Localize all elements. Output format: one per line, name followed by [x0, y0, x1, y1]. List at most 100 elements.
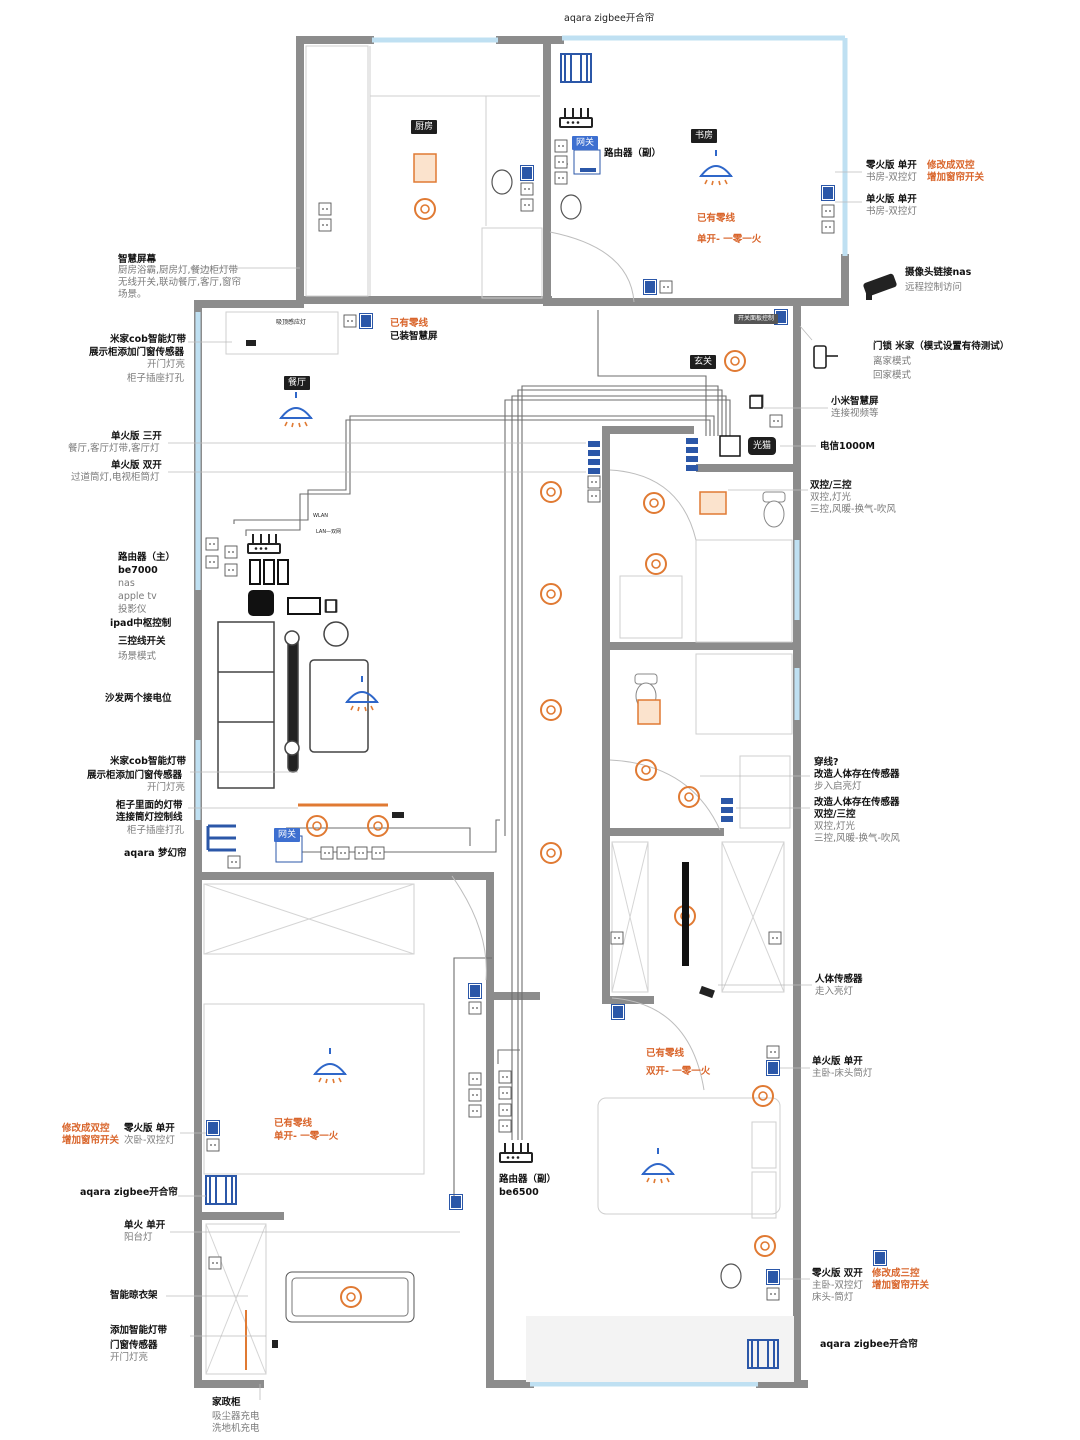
cob-line-3: 柜子插座打孔: [127, 373, 185, 384]
installed-screen: 已装智慧屏: [390, 331, 438, 342]
curtain-left-label: aqara zigbee开合帘: [80, 1187, 178, 1198]
camera-nas: 摄像头链接nas: [905, 267, 972, 278]
single-fire-master: 单火版 单开: [812, 1056, 863, 1067]
room-study: 书房: [691, 129, 718, 143]
title: aqara zigbee开合帘: [564, 13, 655, 24]
triple-bath-2: 三控,风暖-换气-吹风: [814, 833, 900, 844]
balcony-switch: 单火 单开: [124, 1220, 166, 1231]
optical-modem: 光猫: [748, 437, 777, 455]
zero-fire-double: 零火版 双开: [812, 1268, 863, 1279]
smart-screen-line-2: 无线开关,联动餐厅,客厅,窗帘: [118, 277, 242, 288]
cob-line-2: 开门灯亮: [147, 359, 186, 370]
door-light-label: 开门灯亮: [110, 1352, 149, 1363]
add-curtain-switch-right-2: 增加窗帘开关: [872, 1280, 930, 1291]
vacuum-charge: 吸尘器充电: [212, 1411, 260, 1422]
room-kitchen: 厨房: [411, 120, 438, 134]
router-sub2: 路由器（副）: [499, 1174, 557, 1185]
zero-fire-single-left: 零火版 单开: [124, 1123, 175, 1134]
bedside-light: 床头-筒灯: [812, 1292, 854, 1303]
modify-triple: 修改成三控: [872, 1268, 920, 1279]
leave-mode: 离家模式: [873, 356, 912, 367]
cabinet-title: 柜子里面的灯带: [116, 800, 183, 811]
body-sensor-modify-2: 改造人体存在传感器: [814, 797, 900, 808]
master-bed-bulb: 主卧-床头筒灯: [812, 1068, 873, 1079]
lock-title: 门锁 米家（模式设置有待测试）: [873, 341, 1010, 352]
room-dining: 餐厅: [284, 376, 311, 390]
single-fire-single-right: 单火版 单开: [866, 194, 917, 205]
study-double-light-2: 书房-双控灯: [866, 206, 917, 217]
room-entrance: 玄关: [690, 355, 717, 369]
has-neutral-dining: 已有零线: [390, 318, 429, 329]
home-cabinet: 家政柜: [212, 1397, 241, 1408]
dual-triple: 双控/三控: [810, 480, 852, 491]
single-fire-2-desc: 过道筒灯,电视柜筒灯: [71, 472, 160, 483]
double-one-fire-master: 双开- 一零一火: [646, 1066, 711, 1077]
cabinet-light-tag: 吸顶感应灯: [276, 319, 307, 326]
smart-screen-line-3: 场景。: [118, 289, 147, 300]
lan-label: LAN—双网: [316, 529, 342, 535]
video-link: 连接视频等: [831, 408, 879, 419]
walk-in-light: 步入启亮灯: [814, 781, 862, 792]
router-sub2-model: be6500: [499, 1187, 539, 1198]
walk-light: 走入亮灯: [815, 986, 854, 997]
add-curtain-switch-right: 增加窗帘开关: [927, 172, 985, 183]
zero-fire-single-right: 零火版 单开: [866, 160, 917, 171]
telecom: 电信1000M: [820, 441, 875, 452]
entrance-cabinet-tag: 开关面板控制: [734, 314, 779, 324]
single-fire-2: 单火版 双开: [111, 460, 162, 471]
has-neutral-study: 已有零线: [697, 213, 736, 224]
smart-screen-title: 智慧屏幕: [118, 254, 157, 265]
ipad-label: ipad中枢控制: [110, 618, 172, 629]
study-double-light: 书房-双控灯: [866, 172, 917, 183]
cob2-title: 米家cob智能灯带: [110, 756, 186, 767]
projector-label: 投影仪: [118, 604, 147, 615]
cabinet-line-2: 柜子插座打孔: [127, 825, 185, 836]
home-mode: 回家模式: [873, 370, 912, 381]
single-one-fire-study: 单开- 一零一火: [697, 234, 762, 245]
dual-light: 双控,灯光: [810, 492, 852, 503]
xiaomi-screen: 小米智慧屏: [831, 396, 879, 407]
nas-label: nas: [118, 578, 135, 589]
modify-double-left: 修改成双控: [62, 1123, 110, 1134]
scene-label: 场景模式: [118, 651, 157, 662]
master-double: 主卧-双控灯: [812, 1280, 863, 1291]
add-curtain-switch-left: 增加窗帘开关: [62, 1135, 120, 1146]
gateway-tag-living: 网关: [274, 828, 301, 842]
apple-tv-label: apple tv: [118, 591, 157, 602]
router-main: 路由器（主）: [118, 552, 176, 563]
body-sensor-modify: 改造人体存在传感器: [814, 769, 900, 780]
gateway-tag: 网关: [572, 136, 599, 150]
router-main-model: be7000: [118, 565, 158, 576]
dual-triple-2: 双控/三控: [814, 809, 856, 820]
dual-light-2: 双控,灯光: [814, 821, 856, 832]
triple-bath: 三控,风暖-换气-吹风: [810, 504, 896, 515]
cob-line-1: 展示柜添加门窗传感器: [89, 347, 185, 358]
drying-rack: 智能晾衣架: [110, 1290, 158, 1301]
single-one-fire-second: 单开- 一零一火: [274, 1131, 339, 1142]
has-neutral-second: 已有零线: [274, 1118, 313, 1129]
door-sensor-label: 门窗传感器: [110, 1340, 158, 1351]
single-fire-3: 单火版 三开: [111, 431, 162, 442]
sofa-label: 沙发两个接电位: [105, 693, 172, 704]
human-sensor: 人体传感器: [815, 974, 863, 985]
three-wire-label: 三控线开关: [118, 636, 166, 647]
second-bed-light: 次卧-双控灯: [124, 1135, 175, 1146]
add-light-strip: 添加智能灯带: [110, 1325, 168, 1336]
has-neutral-master: 已有零线: [646, 1048, 685, 1059]
wlan-label: WLAN: [313, 513, 329, 519]
dream-curtain-label: aqara 梦幻帘: [124, 848, 187, 859]
cob2-line-1: 展示柜添加门窗传感器: [87, 770, 183, 781]
smart-screen-line-1: 厨房浴霸,厨房灯,餐边柜灯带: [118, 265, 239, 276]
washer-charge: 洗地机充电: [212, 1423, 260, 1434]
single-fire-3-desc: 餐厅,客厅灯带,客厅灯: [68, 443, 160, 454]
remote-access: 远程控制访问: [905, 282, 963, 293]
modify-double-right: 修改成双控: [927, 160, 975, 171]
curtain-right-label: aqara zigbee开合帘: [820, 1339, 918, 1350]
router-sub: 路由器（副）: [604, 148, 662, 159]
balcony-light: 阳台灯: [124, 1232, 153, 1243]
cob2-line-2: 开门灯亮: [147, 782, 186, 793]
cob-title: 米家cob智能灯带: [110, 334, 186, 345]
wire-label: 穿线?: [814, 757, 839, 768]
cabinet-line-1: 连接筒灯控制线: [116, 812, 183, 823]
